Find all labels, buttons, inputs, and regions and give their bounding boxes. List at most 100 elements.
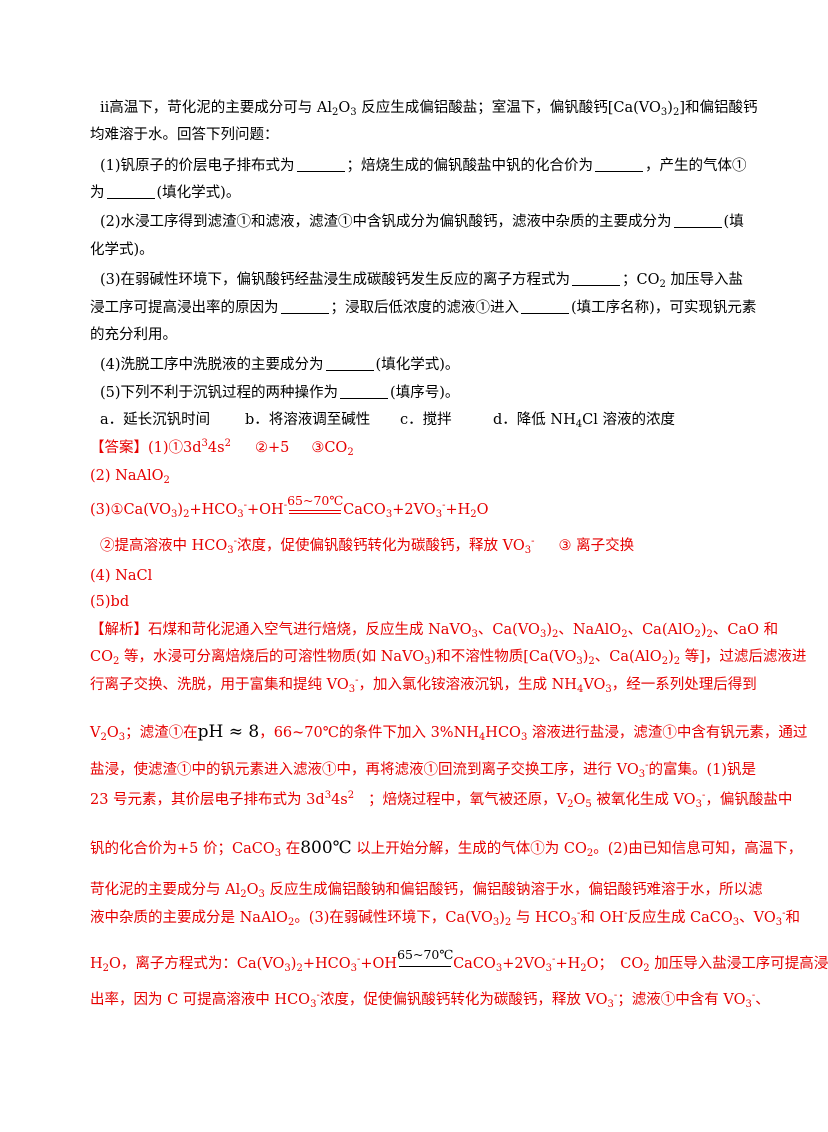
question-text: 为 (90, 185, 105, 201)
analysis-text: 、Ca(AlO (594, 649, 662, 665)
question-4: (4)洗脱工序中洗脱液的主要成分为(填化学式)。 (100, 355, 459, 375)
subscript: 3 (171, 509, 178, 520)
analysis-text: O； CO (586, 956, 644, 972)
question-text: ，产生的气体① (645, 158, 747, 174)
subscript: 3 (435, 509, 443, 520)
subscript: 3 (471, 629, 478, 640)
subscript: 3 (118, 732, 126, 743)
superscript: - (357, 954, 361, 965)
analysis-line-1: 【解析】石煤和苛化泥通入空气进行焙烧，反应生成 NaVO3、Ca(VO3)2、N… (90, 620, 778, 640)
note-line-2: 均难溶于水。回答下列问题： (90, 127, 279, 143)
answer-text: ) (177, 502, 184, 518)
analysis-text: ) (668, 649, 674, 665)
answer-text: ②+5 (254, 440, 290, 456)
subscript: 2 (621, 629, 628, 640)
superscript: - (283, 500, 288, 511)
analysis-label: 【解析】 (90, 622, 148, 638)
analysis-text: ；滤液①中含有 VO (617, 992, 746, 1008)
answer-blank (106, 184, 155, 199)
answer-text: CaCO (343, 502, 386, 518)
subscript: 5 (585, 799, 592, 810)
analysis-text: 、VO (739, 910, 776, 926)
answer-text: +HCO (189, 502, 238, 518)
question-text: (3)在弱碱性环境下，偏钒酸钙经盐浸生成碳酸钙发生反应的离子方程式为 (100, 272, 571, 288)
subscript: 3 (775, 917, 783, 928)
superscript: - (243, 500, 248, 511)
analysis-text: 、NaAlO (558, 622, 622, 638)
answer-text: (2) NaAlO (90, 468, 164, 484)
analysis-text: CO (90, 649, 113, 665)
reaction-condition-arrow: 65~70℃ (287, 493, 343, 520)
analysis-text: 反应生成 CaCO (627, 910, 733, 926)
question-2-line-1: (2)水浸工序得到滤渣①和滤液，滤渣①中含钒成分为偏钒酸钙，滤液中杂质的主要成分… (100, 212, 744, 232)
subscript: 3 (524, 545, 532, 556)
analysis-line-8: 苛化泥的主要成分与 Al2O3 反应生成偏铝酸钠和偏铝酸钙，偏铝酸钠溶于水，偏铝… (90, 880, 762, 900)
subscript: 3 (576, 656, 583, 667)
subscript: 3 (492, 917, 500, 928)
subscript: 2 (504, 917, 512, 928)
analysis-text: 加压导入盐浸工序可提高浸 (649, 956, 828, 972)
analysis-text: 、CaO 和 (712, 622, 779, 638)
analysis-text: 苛化泥的主要成分与 Al (90, 882, 241, 898)
reaction-condition-arrow: 65~70℃ (397, 947, 453, 974)
answer-text: +2VO (392, 502, 436, 518)
subscript: 2 (672, 107, 680, 118)
subscript: 2 (694, 629, 701, 640)
subscript: 3 (607, 999, 614, 1010)
analysis-text: 、 (755, 992, 770, 1008)
note-text: 反应生成偏铝酸盐；室温下，偏钒酸钙[Ca(VO (356, 100, 661, 116)
question-text: ；CO (622, 272, 660, 288)
subscript: 2 (112, 656, 120, 667)
subscript: 3 (605, 684, 612, 695)
subscript: 2 (567, 799, 574, 810)
superscript: - (751, 990, 756, 1001)
subscript: 3 (284, 963, 291, 974)
analysis-text: +HCO (302, 956, 351, 972)
superscript: - (531, 536, 535, 547)
subscript: 3 (520, 732, 528, 743)
question-text: (填序号)。 (390, 385, 460, 401)
superscript: 3 (324, 790, 332, 801)
subscript: 3 (237, 509, 244, 520)
subscript: 3 (745, 999, 752, 1010)
option-b: b．将溶液调至碱性 (245, 412, 371, 428)
subscript: 2 (661, 656, 669, 667)
analysis-line-2: CO2 等，水浸可分离焙烧后的可溶性物质(如 NaVO3)和不溶性物质[Ca(V… (90, 647, 806, 667)
option-a: a．延长沉钒时间 (100, 412, 211, 428)
analysis-text: 。(2)由已知信息可知，高温下， (593, 841, 803, 857)
subscript: 3 (424, 656, 431, 667)
analysis-text: +H (555, 956, 581, 972)
subscript: 4 (576, 684, 584, 695)
analysis-text: )和不溶性物质[Ca(VO (430, 649, 577, 665)
answer-line-5: (4) NaCl (90, 568, 153, 584)
superscript: - (355, 675, 359, 686)
subscript: 2 (332, 107, 339, 118)
subscript: 2 (163, 475, 170, 486)
subscript: 3 (695, 799, 702, 810)
analysis-text: O，离子方程式为：Ca(VO (109, 956, 285, 972)
note-text: O (338, 100, 351, 116)
subscript: 4 (575, 419, 583, 430)
analysis-line-11: 出率，因为 C 可提高溶液中 HCO3-浓度，促使偏钒酸钙转化为碳酸钙，释放 V… (90, 990, 770, 1010)
analysis-text: 的富集。(1)钒是 (648, 762, 757, 778)
subscript: 2 (586, 848, 594, 859)
answer-text: +OH (247, 502, 284, 518)
superscript: - (624, 908, 628, 919)
question-text: (填化学式)。 (156, 185, 241, 201)
subscript: 3 (350, 963, 357, 974)
subscript: 3 (539, 629, 547, 640)
subscript: 2 (470, 509, 477, 520)
question-1-line-1: (1)钒原子的价层电子排布式为；焙烧生成的偏钒酸盐中钒的化合价为，产生的气体① (100, 156, 747, 176)
subscript: 3 (348, 684, 356, 695)
analysis-text: 盐浸，使滤渣①中的钒元素进入滤液①中，再将滤液①回流到离子交换工序，进行 VO (90, 762, 639, 778)
analysis-text: V (90, 725, 101, 741)
answer-text: O (476, 502, 489, 518)
analysis-text: 被氧化生成 VO (591, 792, 696, 808)
question-text: (2)水浸工序得到滤渣①和滤液，滤渣①中含钒成分为偏钒酸钙，滤液中杂质的主要成分… (100, 214, 672, 230)
subscript: 3 (732, 917, 740, 928)
analysis-text: O (106, 725, 119, 741)
answer-line-4: ②提高溶液中 HCO3-浓度，促使偏钒酸钙转化为碳酸钙，释放 VO3-③ 离子交… (100, 536, 634, 556)
answer-blank (296, 157, 345, 172)
answer-line-6: (5)bd (90, 594, 130, 610)
